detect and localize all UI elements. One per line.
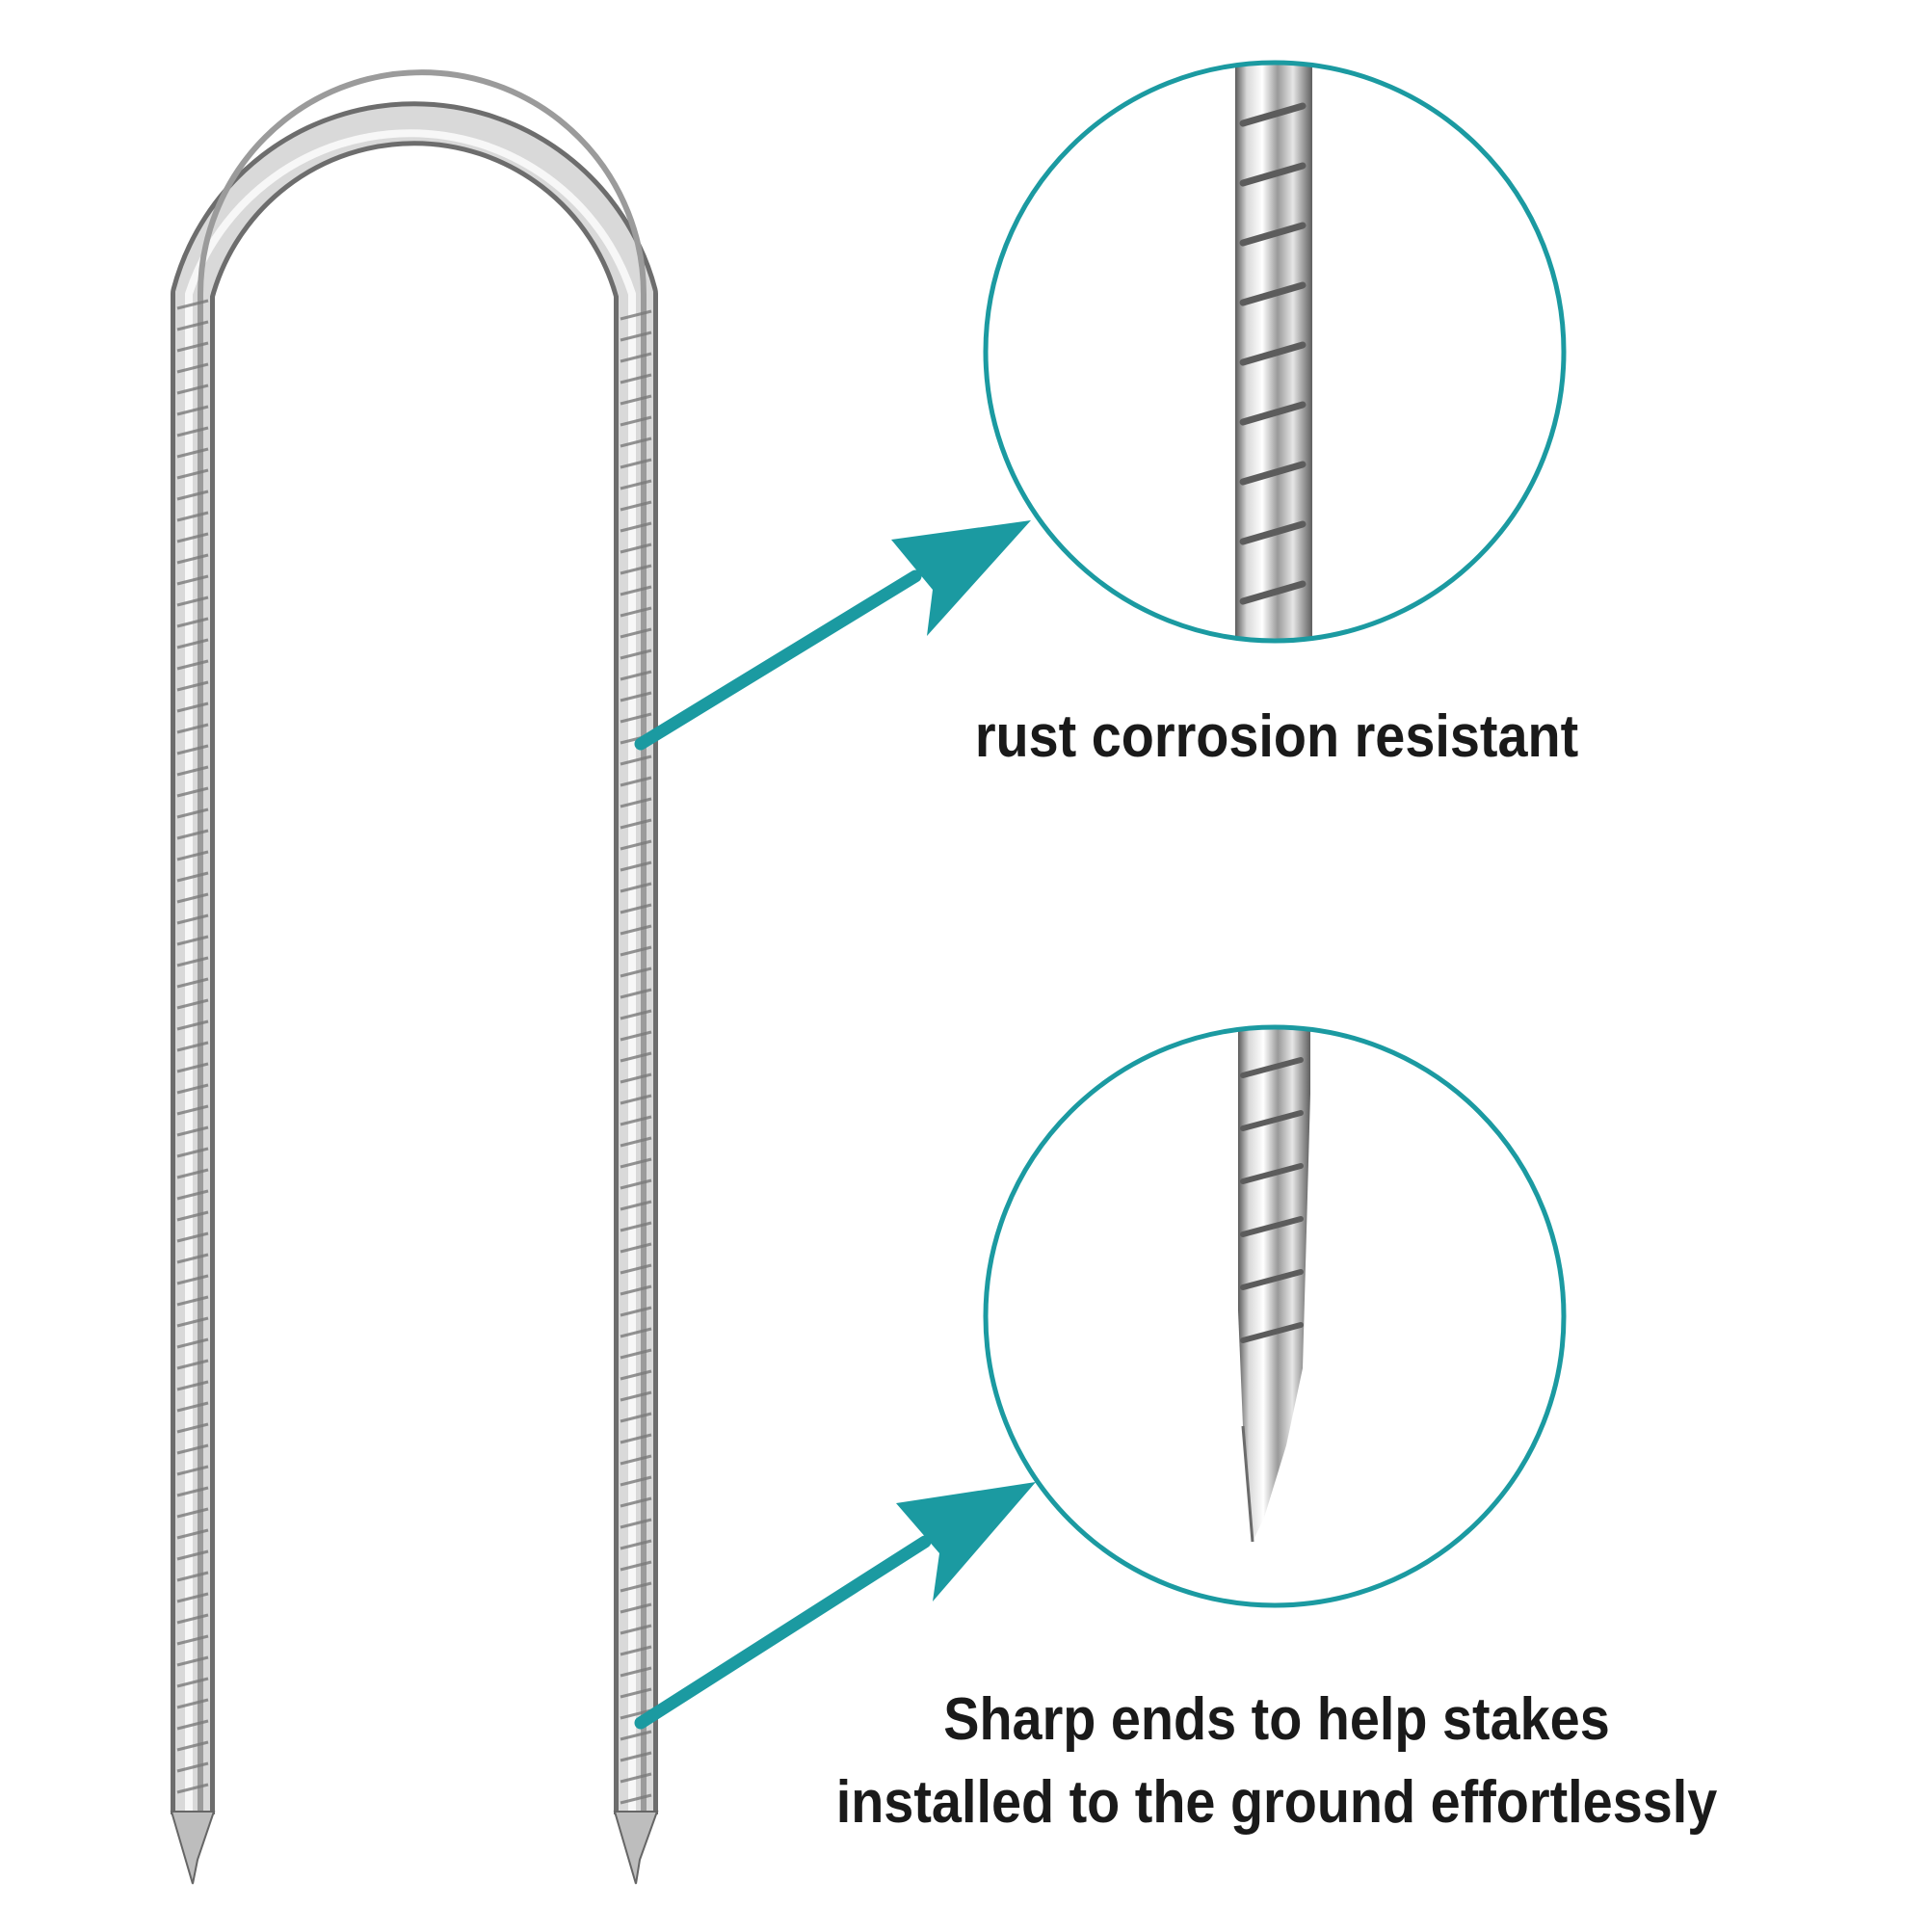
arrow-to-detail-1 — [634, 520, 1031, 751]
detail-circle-sharp-tip — [983, 1024, 1567, 1608]
caption-line: Sharp ends to help stakes — [943, 1686, 1610, 1753]
caption-line: installed to the ground effortlessly — [835, 1769, 1718, 1836]
arrow-to-detail-2 — [634, 1482, 1036, 1730]
detail-circle-ribbed-shaft — [983, 60, 1567, 644]
caption-sharp-ends: Sharp ends to help stakes installed to t… — [822, 1679, 1732, 1844]
u-stake-image — [170, 69, 659, 1885]
caption-rust-resistant: rust corrosion resistant — [822, 696, 1732, 779]
caption-line: rust corrosion resistant — [974, 703, 1579, 770]
